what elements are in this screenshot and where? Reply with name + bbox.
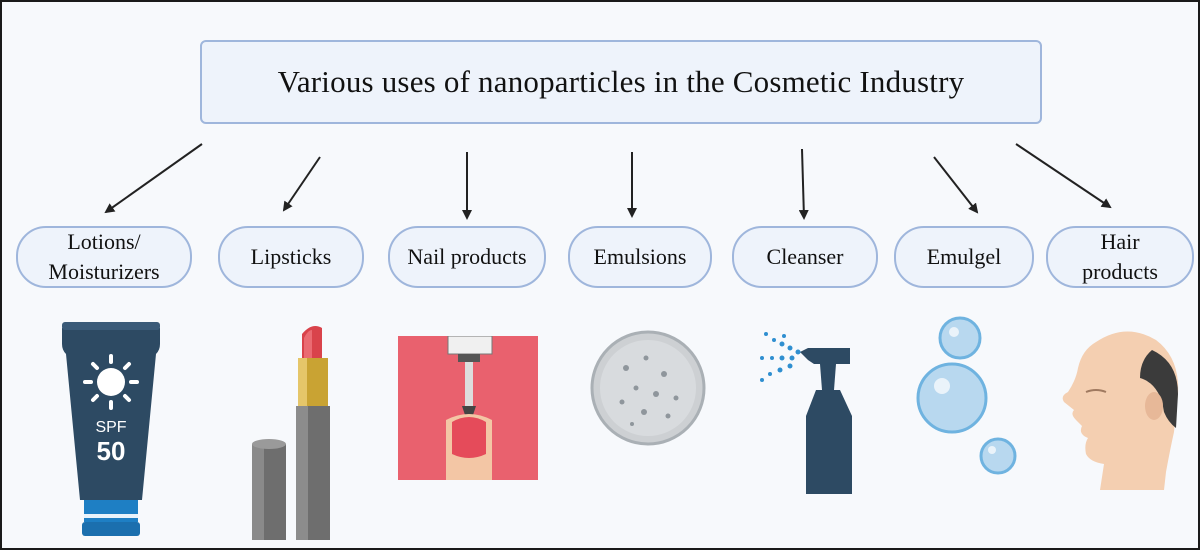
category-label-line2: Moisturizers bbox=[48, 259, 160, 284]
lipstick-icon bbox=[252, 326, 330, 540]
category-label-line1: Nail products bbox=[407, 244, 527, 269]
arrow-emulgel bbox=[933, 156, 979, 214]
category-label-line1: Emulsions bbox=[593, 244, 687, 269]
category-cleanser: Cleanser bbox=[732, 226, 878, 288]
head-profile-icon bbox=[1062, 331, 1179, 490]
title-box: Various uses of nanoparticles in the Cos… bbox=[200, 40, 1042, 124]
sunscreen-tube-icon: SPF 50 bbox=[62, 322, 160, 536]
nail-polish-icon bbox=[398, 336, 538, 480]
emulsion-droplet-icon bbox=[590, 330, 706, 446]
arrow-cleanser bbox=[798, 148, 809, 220]
arrow-lotions bbox=[104, 143, 203, 214]
category-hair-products: Hair products bbox=[1046, 226, 1194, 288]
spf-value: 50 bbox=[97, 436, 126, 466]
category-label-line1: Emulgel bbox=[926, 244, 1002, 269]
arrow-lipsticks bbox=[282, 156, 321, 212]
arrow-hair-products bbox=[1015, 143, 1112, 209]
bubbles-icon bbox=[916, 316, 1017, 475]
category-lipsticks: Lipsticks bbox=[218, 226, 364, 288]
category-label-line2: products bbox=[1082, 259, 1158, 284]
category-label-line1: Hair bbox=[1100, 229, 1140, 254]
category-emulgel: Emulgel bbox=[894, 226, 1034, 288]
category-label-line1: Cleanser bbox=[766, 244, 844, 269]
diagram-title: Various uses of nanoparticles in the Cos… bbox=[277, 64, 965, 99]
category-nail-products: Nail products bbox=[388, 226, 546, 288]
category-emulsions: Emulsions bbox=[568, 226, 712, 288]
spray-bottle-icon bbox=[760, 332, 852, 494]
category-lotions: Lotions/ Moisturizers bbox=[16, 226, 192, 288]
category-label-line1: Lipsticks bbox=[250, 244, 332, 269]
category-label-line1: Lotions/ bbox=[67, 229, 141, 254]
spf-label: SPF bbox=[95, 419, 126, 436]
